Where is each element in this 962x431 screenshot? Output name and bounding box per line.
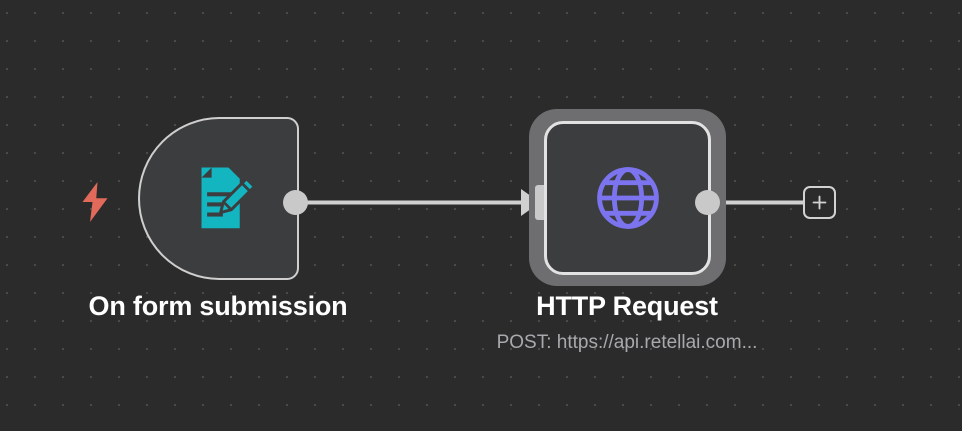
lightning-bolt-icon — [80, 182, 110, 222]
http-output-port[interactable] — [695, 190, 720, 215]
node-title-http-request: HTTP Request — [536, 291, 718, 321]
node-title-on-form-submission: On form submission — [88, 291, 348, 321]
node-on-form-submission[interactable] — [138, 117, 299, 280]
plus-icon — [812, 195, 827, 210]
add-node-button[interactable] — [803, 186, 836, 219]
trigger-output-port[interactable] — [283, 190, 308, 215]
node-subtitle-http-request: POST: https://api.retellai.com... — [496, 332, 758, 353]
form-edit-icon — [201, 167, 256, 228]
node-http-request[interactable] — [544, 121, 711, 275]
globe-icon — [596, 167, 659, 229]
